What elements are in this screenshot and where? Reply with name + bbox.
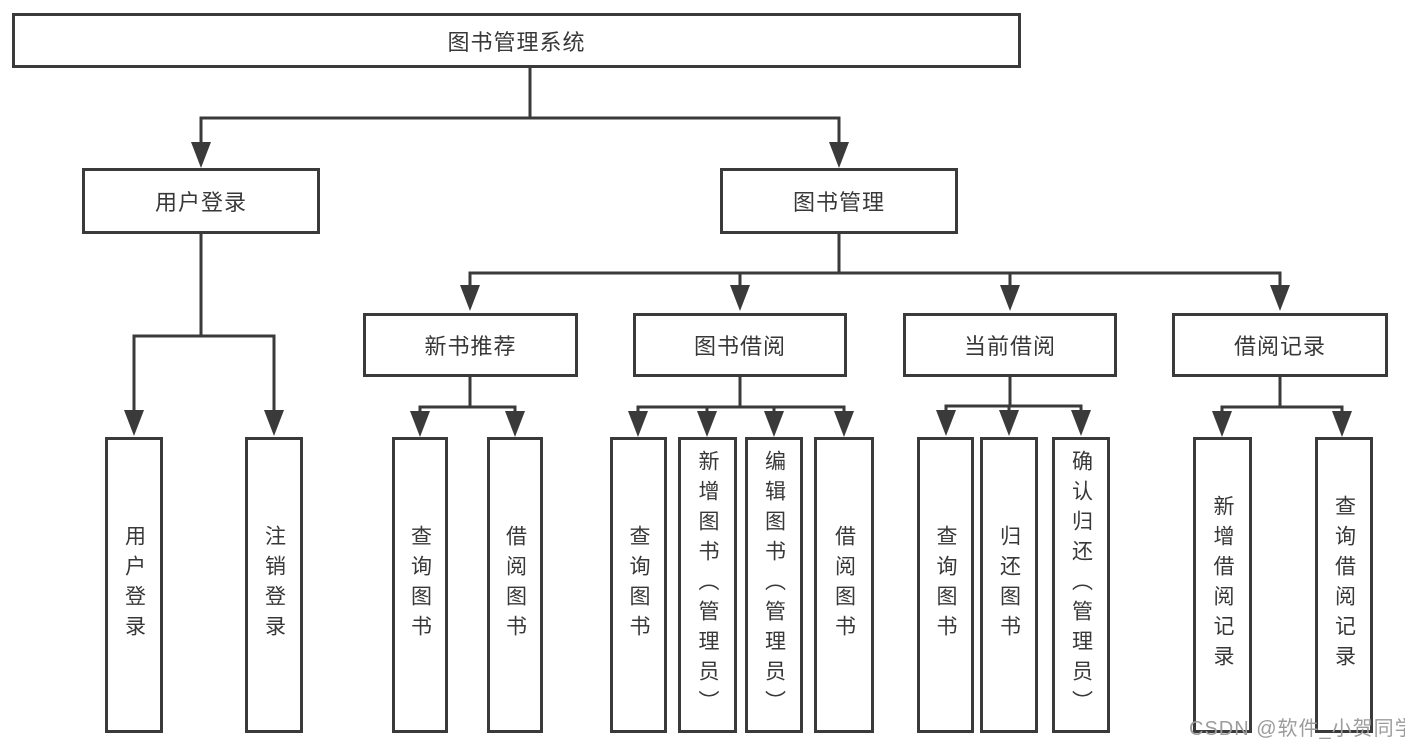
arrowhead (999, 410, 1019, 436)
arrowhead (191, 142, 211, 168)
arrowhead (124, 410, 144, 436)
arrowhead (936, 410, 956, 436)
arrowhead (628, 411, 648, 437)
arrowhead (829, 142, 849, 168)
leaf-query-books-current: 查询图书 (917, 437, 974, 733)
connector-user-login-bar (132, 334, 276, 412)
arrowhead (764, 411, 784, 437)
leaf-borrow-books-recommend: 借阅图书 (487, 437, 543, 733)
leaf-query-borrow-record: 查询借阅记录 (1315, 437, 1373, 733)
connector-level3-bar (468, 271, 1282, 288)
connector-level2-bar (199, 116, 841, 146)
arrowhead (697, 411, 717, 437)
leaf-edit-book-admin: 编辑图书（管理员） (745, 437, 803, 733)
node-book-borrowing: 图书借阅 (633, 313, 847, 377)
connector-borrow-records-bar (1220, 405, 1344, 413)
watermark: CSDN @软件_小贺同学 (1189, 718, 1405, 740)
leaf-add-borrow-record: 新增借阅记录 (1193, 437, 1252, 733)
arrowhead (1000, 285, 1020, 311)
arrowhead (505, 411, 525, 437)
leaf-add-book-admin: 新增图书（管理员） (678, 437, 737, 733)
arrowhead (264, 410, 284, 436)
leaf-user-login: 用户登录 (105, 437, 163, 733)
arrowhead (1332, 411, 1352, 437)
connector-book-borrow-bar (636, 405, 846, 413)
node-borrowing-records: 借阅记录 (1172, 313, 1388, 377)
node-current-borrowing: 当前借阅 (903, 313, 1117, 377)
leaf-return-book: 归还图书 (980, 437, 1038, 733)
arrowhead (834, 411, 854, 437)
arrowhead (1212, 411, 1232, 437)
arrowhead (1071, 410, 1091, 436)
leaf-query-books-borrow: 查询图书 (610, 437, 667, 733)
arrowhead (730, 285, 750, 311)
connector-new-books-bar (418, 405, 517, 413)
node-library-management-system: 图书管理系统 (12, 13, 1021, 68)
leaf-query-books-recommend: 查询图书 (392, 437, 448, 733)
connector-current-borrow-bar (944, 404, 1083, 412)
arrowhead (460, 285, 480, 311)
arrowhead (1270, 285, 1290, 311)
leaf-confirm-return-admin: 确认归还（管理员） (1052, 437, 1110, 733)
arrowhead (410, 411, 430, 437)
leaf-logout: 注销登录 (245, 437, 303, 733)
node-new-book-recommendation: 新书推荐 (363, 313, 578, 377)
node-user-login: 用户登录 (82, 168, 320, 234)
node-book-management: 图书管理 (720, 168, 958, 234)
leaf-borrow-books: 借阅图书 (814, 437, 874, 733)
